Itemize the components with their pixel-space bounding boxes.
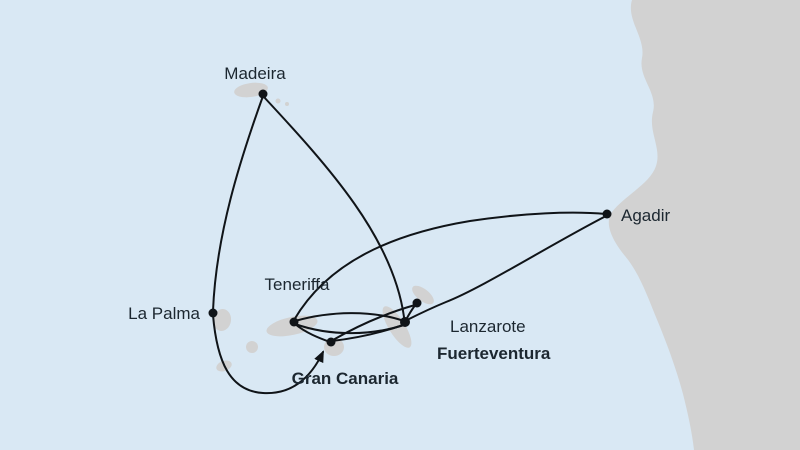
port-label-lanzarote: Lanzarote	[450, 317, 526, 336]
port-label-madeira: Madeira	[224, 64, 286, 83]
landmass-africa	[608, 0, 800, 450]
port-label-la-palma: La Palma	[128, 304, 200, 323]
route-teneriffa-fuerteventura-north	[294, 312, 405, 322]
island-la-gomera	[246, 341, 258, 353]
port-dot-madeira	[258, 89, 268, 99]
port-dot-gran-canaria	[326, 337, 336, 347]
port-label-gran-canaria: Gran Canaria	[292, 369, 399, 388]
port-dot-agadir	[602, 209, 612, 219]
port-dot-la-palma	[208, 308, 218, 318]
port-dots	[208, 89, 612, 347]
island-madeira-islet-2	[285, 102, 289, 106]
route-agadir-fuerteventura	[406, 215, 607, 321]
route-madeira-la-palma	[212, 95, 264, 312]
route-la-palma-gran-canaria	[212, 314, 324, 395]
route-gran-canaria-lanzarote	[332, 304, 416, 341]
port-label-fuerteventura: Fuerteventura	[437, 344, 551, 363]
route-teneriffa-agadir	[293, 211, 607, 321]
island-la-palma	[212, 309, 232, 331]
route-lines	[212, 95, 607, 395]
port-label-teneriffa: Teneriffa	[265, 275, 330, 294]
port-label-agadir: Agadir	[621, 206, 670, 225]
port-dot-fuerteventura	[400, 317, 410, 327]
route-gran-canaria-fuerteventura	[331, 324, 404, 342]
port-labels: Madeira La Palma Teneriffa Gran Canaria …	[128, 64, 670, 388]
port-dot-lanzarote	[412, 298, 422, 308]
route-madeira-fuerteventura	[262, 95, 405, 318]
island-lanzarote	[412, 285, 434, 305]
island-madeira-islet-1	[275, 98, 281, 104]
port-dot-teneriffa	[289, 317, 299, 327]
